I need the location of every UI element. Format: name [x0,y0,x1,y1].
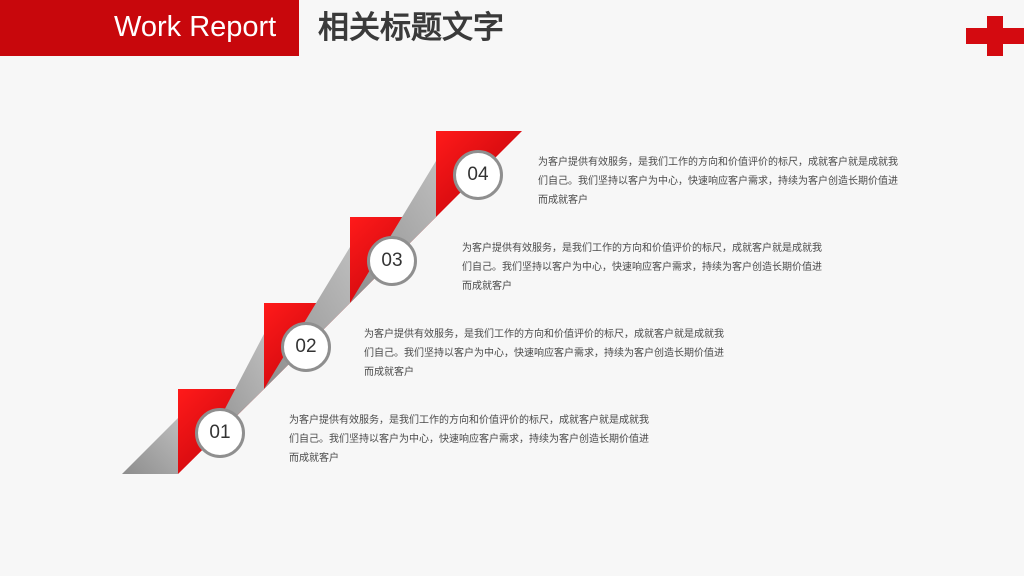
step-04-number-badge: 04 [453,150,503,200]
step-03-description: 为客户提供有效服务，是我们工作的方向和价值评价的标尺，成就客户就是成就我们自己。… [462,243,822,292]
step-02-description: 为客户提供有效服务，是我们工作的方向和价值评价的标尺，成就客户就是成就我们自己。… [364,329,724,378]
banner-title: Work Report [114,11,277,43]
step-01-description: 为客户提供有效服务，是我们工作的方向和价值评价的标尺，成就客户就是成就我们自己。… [289,415,649,464]
header-banner: Work Report [0,0,299,56]
step-04-description: 为客户提供有效服务，是我们工作的方向和价值评价的标尺，成就客户就是成就我们自己。… [538,157,898,206]
page-title: 相关标题文字 [318,10,504,46]
red-cross-icon [966,16,1024,56]
step-03-number-badge: 03 [367,236,417,286]
cross-horizontal-bar [966,28,1024,44]
step-01-number-badge: 01 [195,408,245,458]
step-02-number-badge: 02 [281,322,331,372]
step-01-gray-face [122,418,178,474]
